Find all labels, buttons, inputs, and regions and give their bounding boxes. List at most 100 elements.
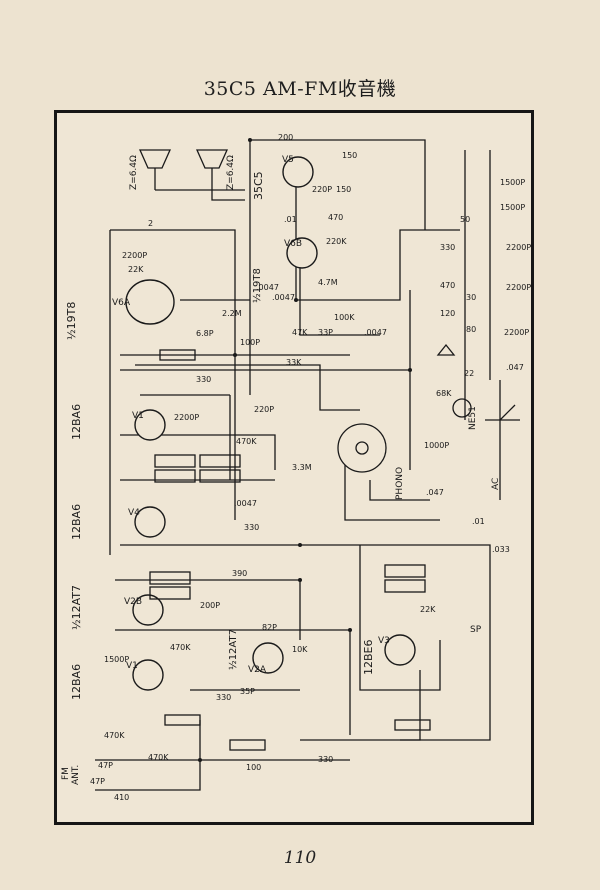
tube-type-12ba6-upper: 12BA6 bbox=[70, 404, 83, 440]
res-120: 120 bbox=[440, 309, 455, 318]
speaker-left bbox=[138, 149, 172, 190]
cap-0047-b: .0047 bbox=[256, 283, 279, 292]
cap-01-b: .01 bbox=[472, 517, 485, 526]
res-330-b: 330 bbox=[244, 523, 259, 532]
tube-symbol-v5: V5 bbox=[282, 155, 294, 165]
cap-1500p-b: 1500P bbox=[500, 178, 525, 187]
component-values: 200 150 150 220P 470 .01 220K 4.7M .0047… bbox=[90, 133, 531, 802]
tube-type-12at7-right: ½12AT7 bbox=[227, 629, 239, 670]
fm-antenna-label: FM bbox=[61, 767, 71, 780]
cap-047-b: .047 bbox=[506, 363, 524, 372]
cap-2200p-d: 2200P bbox=[506, 283, 531, 292]
cap-033: .033 bbox=[492, 545, 510, 554]
cap-1500p-c: 1500P bbox=[500, 203, 525, 212]
antenna-label: ANT. bbox=[71, 765, 81, 785]
cap-220p-b: 220P bbox=[254, 405, 274, 414]
tube-symbol-v6a: V6A bbox=[112, 298, 131, 308]
tube-v2a bbox=[252, 642, 284, 674]
cap-82p: 82P bbox=[262, 623, 277, 632]
phono-label: PHONO bbox=[395, 467, 405, 500]
tube-symbol-v1-lower: V1 bbox=[126, 661, 138, 671]
neon-label: NE51 bbox=[468, 406, 478, 430]
res-2-2m: 2.2M bbox=[222, 309, 242, 318]
cap-1500p: 1500P bbox=[104, 655, 129, 664]
res-470: 470 bbox=[328, 213, 343, 222]
cap-200: 200 bbox=[278, 133, 293, 142]
output-transformer-wiring bbox=[155, 189, 245, 201]
neon-lamp bbox=[452, 398, 472, 418]
res-330-e: 330 bbox=[318, 755, 333, 764]
power-switch bbox=[499, 404, 516, 421]
tube-type-12at7-left: ½12AT7 bbox=[70, 585, 83, 630]
tube-v3 bbox=[384, 634, 416, 666]
res-68k: 68K bbox=[436, 389, 452, 398]
cap-047-a: .047 bbox=[426, 488, 444, 497]
tube-v2b bbox=[132, 594, 164, 626]
cap-0047-d: .0047 bbox=[234, 499, 257, 508]
tube-type-12be6: 12BE6 bbox=[362, 640, 375, 676]
res-100k: 100K bbox=[334, 313, 355, 322]
tube-type-12ba6-middle: 12BA6 bbox=[70, 504, 83, 540]
res-4-7m: 4.7M bbox=[318, 278, 338, 287]
speaker-right-impedance: Z=6.4Ω bbox=[226, 155, 236, 190]
res-22k-b: 22K bbox=[420, 605, 436, 614]
res-330-c: 330 bbox=[216, 693, 231, 702]
cap-80: 80 bbox=[466, 325, 476, 334]
cap-47p-b: 47P bbox=[90, 777, 105, 786]
tube-v1-upper bbox=[134, 409, 166, 441]
tube-symbol-v2b: V2B bbox=[124, 597, 142, 607]
res-470k-c: 470K bbox=[104, 731, 125, 740]
cap-01: .01 bbox=[284, 215, 297, 224]
res-390: 390 bbox=[232, 569, 247, 578]
cap-2: 2 bbox=[148, 219, 153, 228]
cap-50: 50 bbox=[460, 215, 470, 224]
tube-symbol-v2a: V2A bbox=[248, 665, 267, 675]
cap-2200p-e: 2200P bbox=[504, 328, 529, 337]
tube-symbol-v1-upper: V1 bbox=[132, 411, 144, 421]
tube-symbol-v3: V3 bbox=[378, 636, 390, 646]
res-410: 410 bbox=[114, 793, 129, 802]
tube-v4 bbox=[134, 506, 166, 538]
res-470k-d: 470K bbox=[148, 753, 169, 762]
cap-0047-c: .0047 bbox=[364, 328, 387, 337]
tube-type-12ba6-lower: 12BA6 bbox=[70, 664, 83, 700]
tube-type-19t8-upper: ½19T8 bbox=[251, 268, 263, 303]
cap-2200p: 2200P bbox=[122, 251, 147, 260]
res-150-b: 150 bbox=[336, 185, 351, 194]
cap-100p: 100P bbox=[240, 338, 260, 347]
res-470k-a: 470K bbox=[236, 437, 257, 446]
res-3-3m: 3.3M bbox=[292, 463, 312, 472]
res-33k: 33K bbox=[286, 358, 302, 367]
res-150-a: 150 bbox=[342, 151, 357, 160]
cap-2200p-c: 2200P bbox=[506, 243, 531, 252]
cap-1000p: 1000P bbox=[424, 441, 449, 450]
ac-label: AC bbox=[491, 478, 501, 490]
res-330-d: 330 bbox=[440, 243, 455, 252]
res-220k: 220K bbox=[326, 237, 347, 246]
res-100: 100 bbox=[246, 763, 261, 772]
res-330-a: 330 bbox=[196, 375, 211, 384]
res-22k: 22K bbox=[128, 265, 144, 274]
tube-type-19t8-lower: ½19T8 bbox=[65, 302, 78, 340]
band-switch bbox=[337, 423, 387, 473]
page-number: 110 bbox=[283, 848, 317, 868]
cap-35p: 35P bbox=[240, 687, 255, 696]
res-47k: 47K bbox=[292, 328, 308, 337]
sp-label: SP bbox=[470, 625, 482, 635]
tube-v6b bbox=[286, 237, 318, 269]
tube-v6a bbox=[125, 279, 175, 325]
rectifier-diode bbox=[436, 343, 456, 356]
tube-symbol-v4: V4 bbox=[128, 508, 140, 518]
cap-0047-a: .0047 bbox=[272, 293, 295, 302]
cap-33p: 33P bbox=[318, 328, 333, 337]
cap-47p-a: 47P bbox=[98, 761, 113, 770]
res-470-b: 470 bbox=[440, 281, 455, 290]
res-22: 22 bbox=[464, 369, 474, 378]
junction-dots bbox=[198, 138, 412, 762]
tube-symbol-v6b: V6B bbox=[284, 239, 302, 249]
speaker-right bbox=[195, 149, 229, 190]
cap-200p: 200P bbox=[200, 601, 220, 610]
band-switch-hub bbox=[355, 441, 369, 455]
